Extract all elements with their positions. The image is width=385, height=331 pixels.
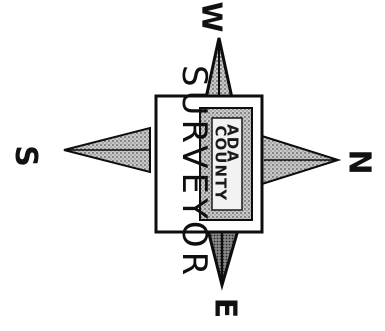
surveyor-title: SURVEYOR <box>177 65 211 261</box>
east-label: E <box>209 298 239 319</box>
county-name-line2: COUNTY <box>213 126 228 194</box>
west-label: W <box>197 2 225 33</box>
south-label: S <box>10 145 40 167</box>
north-label: N <box>344 149 374 174</box>
